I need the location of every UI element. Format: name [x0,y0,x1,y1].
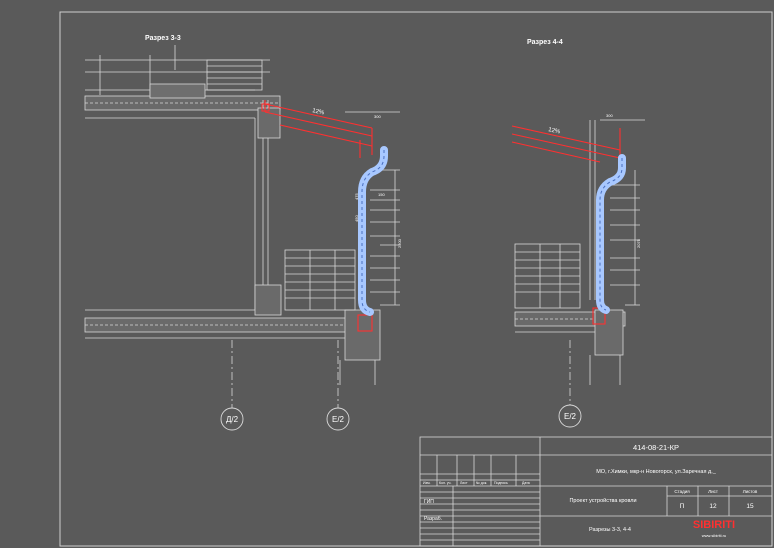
header-data: Дата [522,481,530,485]
roof-slope-left [261,100,373,332]
sheet-value: 12 [709,503,717,510]
header-podpis: Подпись [494,481,508,485]
axis-circle-e2-right [558,404,582,428]
project-name: Проект устройства кровли [569,497,636,504]
stage-label: Стадия [674,489,690,494]
logo-url: www.sibiriti.ru [702,533,726,538]
axis-circle-d2 [220,407,244,431]
sheets-value: 15 [746,503,754,510]
sheet-name: Разрезы 3-3, 4-4 [589,527,631,533]
sheet-frame [59,11,773,547]
downpipe-right [596,154,626,314]
dim-left-vert1: 475 [354,193,359,200]
stage-value: П [680,503,685,510]
object-address: МО, г.Химки, мкр-н Новогорск, ул.Заречна… [596,469,717,475]
drawing-code: 414-08-21-КР [633,443,679,452]
sibiriti-logo: SIBIRITI www.sibiriti.ru [693,519,735,538]
logo-brand: SIBIRITI [693,519,735,531]
dim-left-mid: 150 [378,192,385,197]
header-doc: № док. [476,481,487,485]
role-gip: ГИП [424,499,434,505]
downpipe-left [358,146,388,316]
role-razrab: Разраб. [424,516,442,522]
axis-label-e2-right: Е/2 [564,412,577,421]
section-3-3 [84,45,400,408]
sheet-label: Лист [708,489,718,494]
sheets-label: Листов [743,489,758,494]
section-title-4-4: Разрез 4-4 [527,39,563,46]
axis-label-d2: Д/2 [226,415,239,424]
header-list: Лист [460,481,468,485]
axis-label-e2-left: Е/2 [332,415,345,424]
slope-label-right: 12% [548,127,562,136]
header-kol-uch: Кол. уч. [439,481,451,485]
axis-circle-e2-left [326,407,350,431]
dim-left-vert3: 2200 [397,238,402,248]
dim-right-top: 300 [606,113,613,118]
section-4-4 [514,119,645,405]
dim-left-vert2: 450 [354,215,359,222]
slope-label-left: 12% [312,108,326,117]
header-izm: Изм. [423,481,431,485]
dim-left-top: 300 [374,114,381,119]
section-title-3-3: Разрез 3-3 [145,35,181,42]
dim-right-vert: 2075 [636,238,641,248]
title-block [419,436,773,547]
